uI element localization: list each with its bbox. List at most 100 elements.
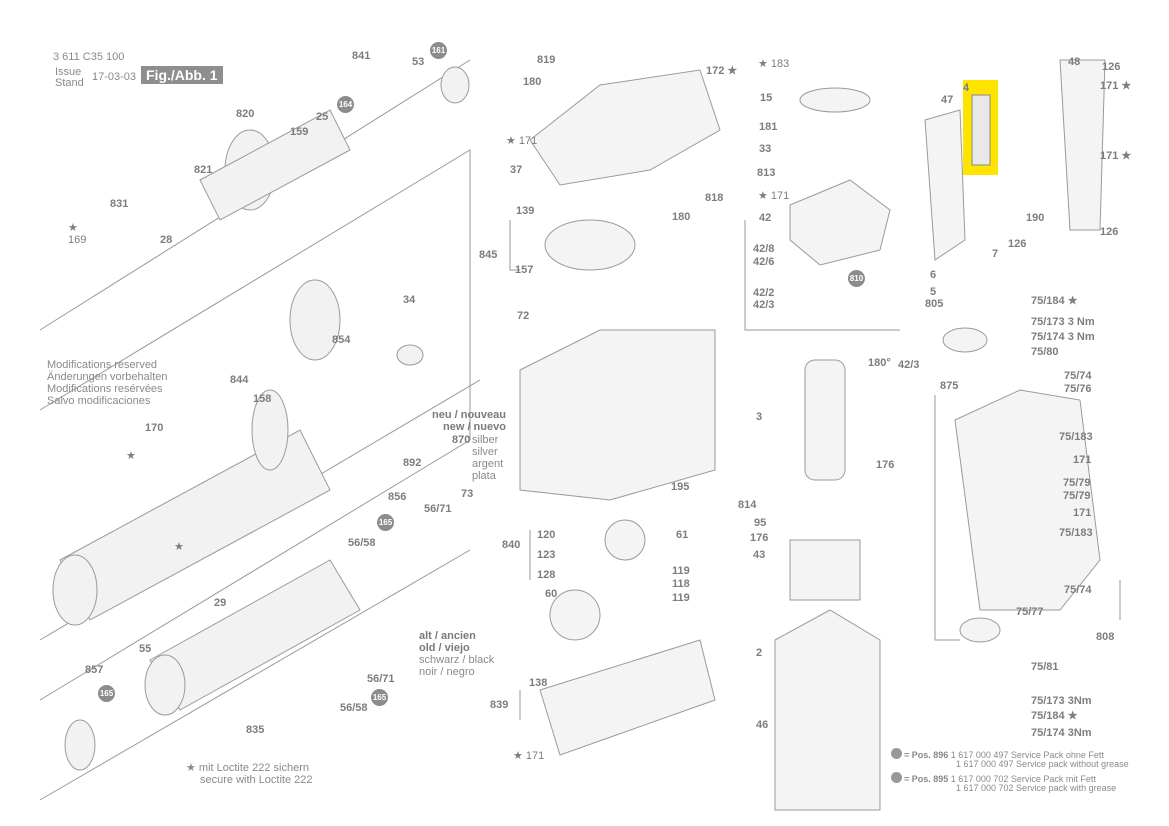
part-label: 856 (388, 491, 407, 503)
part-label: 119 (672, 565, 690, 577)
part-label: 841 (352, 50, 371, 62)
part-label: 37 (510, 164, 523, 176)
part-label: 7 (992, 248, 999, 260)
part-label: 158 (253, 393, 272, 405)
part-label: 831 (110, 198, 129, 210)
part-label: 180 (672, 211, 691, 223)
part-label: 75/79 (1063, 490, 1091, 502)
part-label: 857 (85, 664, 104, 676)
frame-line (934, 395, 960, 641)
note-line: neu / nouveau (432, 409, 506, 421)
part-label: 126 (1102, 61, 1121, 73)
part-label: 75/76 (1064, 383, 1092, 395)
hammer-tube (52, 66, 470, 771)
part-label: 840 (502, 539, 521, 551)
part-label: 75/184 ★ (1031, 295, 1078, 307)
legend-pos: = Pos. 896 (904, 750, 949, 760)
part-label: 61 (676, 529, 689, 541)
part-label: ★ 171 (758, 190, 790, 202)
part-label: 818 (705, 192, 724, 204)
part-label: 119 (672, 592, 690, 604)
service-part-badge: 165 (377, 514, 394, 531)
part-label: 176 (750, 532, 769, 544)
note-line: Modifications reserved (47, 359, 158, 371)
part-label: 875 (940, 380, 959, 392)
part-label: 120 (537, 529, 556, 541)
part-label: ★ 171 (506, 135, 538, 147)
part-label: 839 (490, 699, 509, 711)
part-label: 821 (194, 164, 213, 176)
part-label: 190 (1026, 212, 1045, 224)
part-label: 75/174 3Nm (1031, 727, 1092, 739)
part-label: 75/79 (1063, 477, 1091, 489)
part-label: 75/174 3 Nm (1031, 331, 1095, 343)
part-label: 844 (230, 374, 249, 386)
part-label: 6 (930, 269, 937, 281)
part-label: 15 (760, 92, 773, 104)
note-line: argent (472, 458, 504, 470)
part-label: 808 (1096, 631, 1115, 643)
part-label: 75/183 (1059, 527, 1093, 539)
part-label: 814 (738, 499, 757, 511)
service-part-badge: 165 (98, 685, 115, 702)
part-label: 42/3 (753, 299, 775, 311)
part-label: 820 (236, 108, 255, 120)
legend-text: 1 617 000 497 Service pack without greas… (956, 759, 1129, 769)
part-label: 128 (537, 569, 556, 581)
legend-row: = Pos. 895 1 617 000 702 Service Pack mi… (891, 772, 1096, 784)
part-label: 29 (214, 597, 227, 609)
gear-housing (519, 69, 721, 756)
part-label: 34 (403, 294, 416, 306)
part-label: 42/2 (753, 287, 775, 299)
part-label: 56/58 (348, 537, 376, 549)
note-line: plata (472, 470, 496, 482)
part-label: 28 (160, 234, 173, 246)
part-label: 33 (759, 143, 772, 155)
part-label: 56/71 (424, 503, 452, 515)
part-label: 171 ★ (1100, 150, 1132, 162)
part-label: 75/74 (1064, 584, 1092, 596)
motor-assembly (774, 87, 891, 811)
legend-text: 1 617 000 497 Service Pack ohne Fett (950, 750, 1104, 760)
part-label: 118 (672, 578, 690, 590)
note-line: ★ mit Loctite 222 sichern (186, 762, 309, 774)
part-label: 42 (759, 212, 772, 224)
note-line: silver (472, 446, 498, 458)
part-label: 171 (1073, 507, 1092, 519)
part-label: 3 (756, 411, 763, 423)
part-label: 181 (759, 121, 778, 133)
part-label: ★ 171 (513, 750, 545, 762)
part-label: 48 (1068, 56, 1081, 68)
part-label: 180 (523, 76, 542, 88)
part-label: ★ (174, 541, 184, 553)
figure-label: Fig./Abb. 1 (141, 66, 223, 84)
part-label: 170 (145, 422, 164, 434)
part-label: 60 (545, 588, 558, 600)
part-label: 126 (1008, 238, 1027, 250)
note-line: silber (472, 434, 499, 446)
part-label: 2 (756, 647, 763, 659)
part-label: 139 (516, 205, 535, 217)
part-label: 4 (963, 82, 970, 94)
part-label: 47 (941, 94, 954, 106)
part-label: ★ 169 (68, 222, 87, 246)
legend-text: 1 617 000 702 Service pack with grease (956, 783, 1117, 793)
part-870: 870 (452, 434, 471, 446)
part-label: 171 ★ (1100, 80, 1132, 92)
frame-line (744, 220, 900, 331)
part-label: 157 (515, 264, 534, 276)
part-label: 5 (930, 286, 937, 298)
part-label: 854 (332, 334, 351, 346)
issue-label: Issue (55, 66, 82, 78)
part-label: 835 (246, 724, 265, 736)
part-label: 138 (529, 677, 548, 689)
note-line: schwarz / black (419, 654, 495, 666)
service-part-badge: 810 (848, 270, 865, 287)
stand-label: Stand (55, 77, 84, 89)
part-label: 172 ★ (706, 65, 738, 77)
part-label: 75/77 (1016, 606, 1044, 618)
issue-date: 17-03-03 (92, 71, 137, 83)
legend-row: = Pos. 896 1 617 000 497 Service Pack oh… (891, 748, 1104, 760)
